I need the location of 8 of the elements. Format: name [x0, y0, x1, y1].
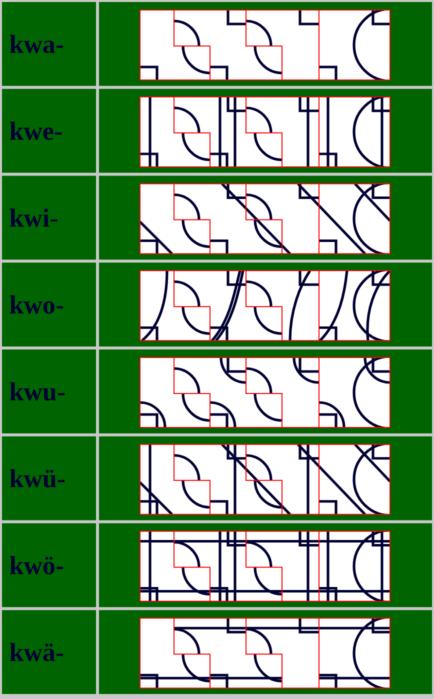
- table-cell: kwü-: [2, 436, 96, 520]
- table-cell: kwu-: [2, 350, 96, 434]
- table-cell: kwä-: [2, 610, 96, 694]
- table-cell: kwa-: [2, 2, 96, 86]
- table-cell: kwö-: [2, 523, 96, 608]
- table-cell: kwe-: [2, 88, 96, 173]
- table-cell: kwi-: [2, 176, 96, 260]
- table-cell: kwo-: [2, 262, 96, 346]
